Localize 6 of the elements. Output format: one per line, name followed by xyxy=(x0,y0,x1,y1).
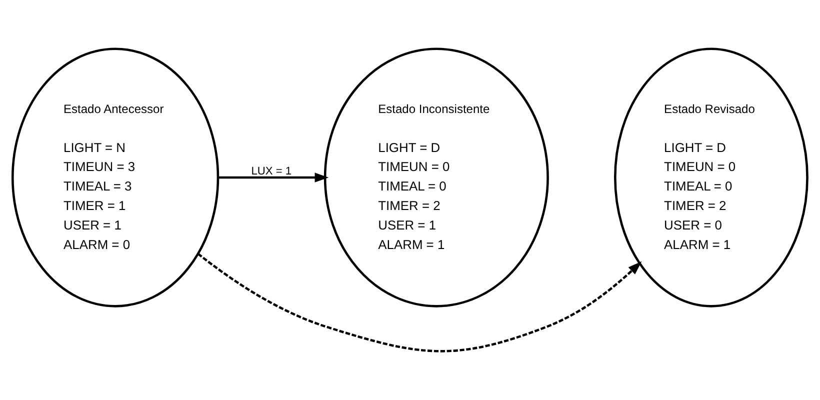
node-ellipse: Estado Revisado LIGHT = D TIMEUN = 0 TIMEAL = 0 TIMER = 2 USER = 0 ALARM = 1 xyxy=(614,48,808,308)
arrow xyxy=(197,252,642,352)
arrow xyxy=(218,172,329,182)
node-ellipse: Estado Inconsistente LIGHT = D TIMEUN = 0 TIMEAL = 0 TIMER = 2 USER = 1 ALARM = 1 xyxy=(324,48,549,308)
node-ellipse: Estado Antecessor LIGHT = N TIMEUN = 3 TIMEAL = 3 TIMER = 1 USER = 1 ALARM = 0 xyxy=(11,48,220,308)
edge-label: LUX = 1 xyxy=(251,165,292,178)
